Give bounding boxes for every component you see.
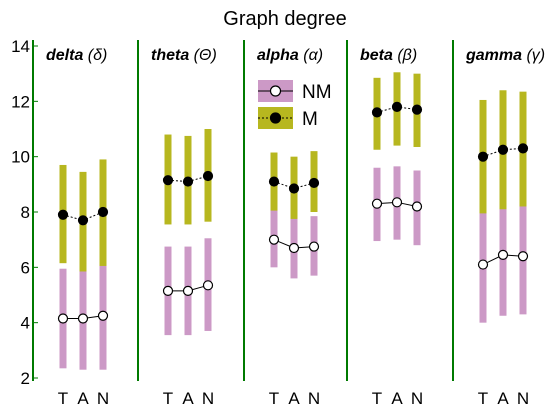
x-tick-label: N bbox=[411, 389, 423, 408]
y-tick-label: 10 bbox=[11, 148, 30, 167]
panel-label-symbol: (Θ) bbox=[194, 47, 217, 64]
series-m bbox=[477, 90, 529, 214]
y-tick-label: 12 bbox=[11, 92, 30, 111]
legend-label: NM bbox=[302, 82, 332, 103]
legend-marker bbox=[269, 85, 282, 97]
x-tick-label: T bbox=[269, 389, 279, 408]
panel-label-name: delta bbox=[46, 47, 88, 64]
series-nm bbox=[477, 195, 529, 323]
x-tick-label: A bbox=[497, 389, 509, 408]
data-point bbox=[477, 151, 489, 162]
panel-label-alpha: alpha (α) bbox=[257, 47, 323, 64]
data-point bbox=[182, 176, 194, 187]
data-point bbox=[497, 249, 509, 260]
data-point bbox=[77, 313, 89, 324]
data-point bbox=[411, 201, 423, 212]
data-point bbox=[288, 242, 300, 254]
data-point bbox=[517, 251, 529, 262]
data-point bbox=[57, 209, 69, 220]
data-point bbox=[411, 104, 423, 115]
y-tick-label: 6 bbox=[21, 258, 30, 277]
series-m bbox=[162, 129, 214, 225]
panel-label-gamma: gamma (γ) bbox=[465, 47, 545, 64]
panel-label-symbol: (δ) bbox=[88, 47, 108, 64]
series-m bbox=[57, 159, 109, 272]
data-point bbox=[391, 197, 403, 208]
data-point bbox=[57, 313, 69, 324]
data-point bbox=[202, 280, 214, 291]
x-tick-label: T bbox=[478, 389, 488, 408]
data-point bbox=[517, 143, 529, 154]
x-tick-label: A bbox=[391, 389, 403, 408]
panel-label-symbol: (α) bbox=[303, 47, 323, 64]
x-tick-label: T bbox=[163, 389, 173, 408]
y-tick-label: 2 bbox=[21, 369, 30, 388]
data-point bbox=[162, 285, 174, 296]
data-point bbox=[391, 101, 403, 112]
data-point bbox=[288, 183, 300, 194]
data-point bbox=[268, 234, 280, 245]
panel-label-name: alpha bbox=[257, 47, 303, 64]
data-point bbox=[97, 206, 109, 218]
data-point bbox=[97, 310, 109, 321]
data-point bbox=[202, 170, 214, 182]
y-tick-label: 14 bbox=[11, 37, 30, 56]
x-tick-label: N bbox=[517, 389, 529, 408]
data-point bbox=[77, 215, 89, 226]
legend-label: M bbox=[302, 109, 318, 130]
panel-label-beta: beta (β) bbox=[360, 47, 417, 64]
x-tick-label: N bbox=[97, 389, 109, 408]
panel-label-theta: theta (Θ) bbox=[151, 47, 217, 64]
panel-label-delta: delta (δ) bbox=[46, 47, 107, 64]
data-point bbox=[497, 144, 509, 155]
panel-label-name: beta bbox=[360, 47, 397, 64]
x-tick-label: T bbox=[58, 389, 68, 408]
series-nm bbox=[57, 263, 109, 370]
data-point bbox=[182, 285, 194, 296]
chart-title: Graph degree bbox=[223, 8, 346, 30]
x-tick-label: T bbox=[372, 389, 382, 408]
panel-label-symbol: (γ) bbox=[526, 47, 545, 64]
series-m bbox=[371, 72, 423, 150]
data-point bbox=[308, 241, 320, 252]
data-point bbox=[371, 107, 383, 118]
x-tick-label: A bbox=[288, 389, 300, 408]
legend: NM M bbox=[258, 80, 332, 130]
series-m bbox=[268, 151, 320, 219]
legend-marker bbox=[269, 112, 282, 124]
series-nm bbox=[371, 166, 423, 246]
x-tick-label: N bbox=[202, 389, 214, 408]
data-point bbox=[308, 177, 320, 189]
x-tick-label: N bbox=[308, 389, 320, 408]
legend-entry-nm: NM bbox=[258, 80, 332, 103]
panel-label-name: gamma bbox=[465, 47, 526, 64]
data-point bbox=[162, 175, 174, 186]
x-tick-label: A bbox=[77, 389, 89, 408]
panel-label-name: theta bbox=[151, 47, 194, 64]
legend-entry-m: M bbox=[258, 107, 318, 130]
x-tick-label: A bbox=[182, 389, 194, 408]
data-point bbox=[371, 198, 383, 209]
panel-label-symbol: (β) bbox=[397, 47, 417, 64]
series-nm bbox=[162, 238, 214, 336]
series-nm bbox=[268, 209, 320, 279]
data-point bbox=[477, 259, 489, 270]
y-tick-label: 8 bbox=[21, 203, 30, 222]
y-tick-label: 4 bbox=[21, 314, 30, 333]
data-point bbox=[268, 176, 280, 187]
